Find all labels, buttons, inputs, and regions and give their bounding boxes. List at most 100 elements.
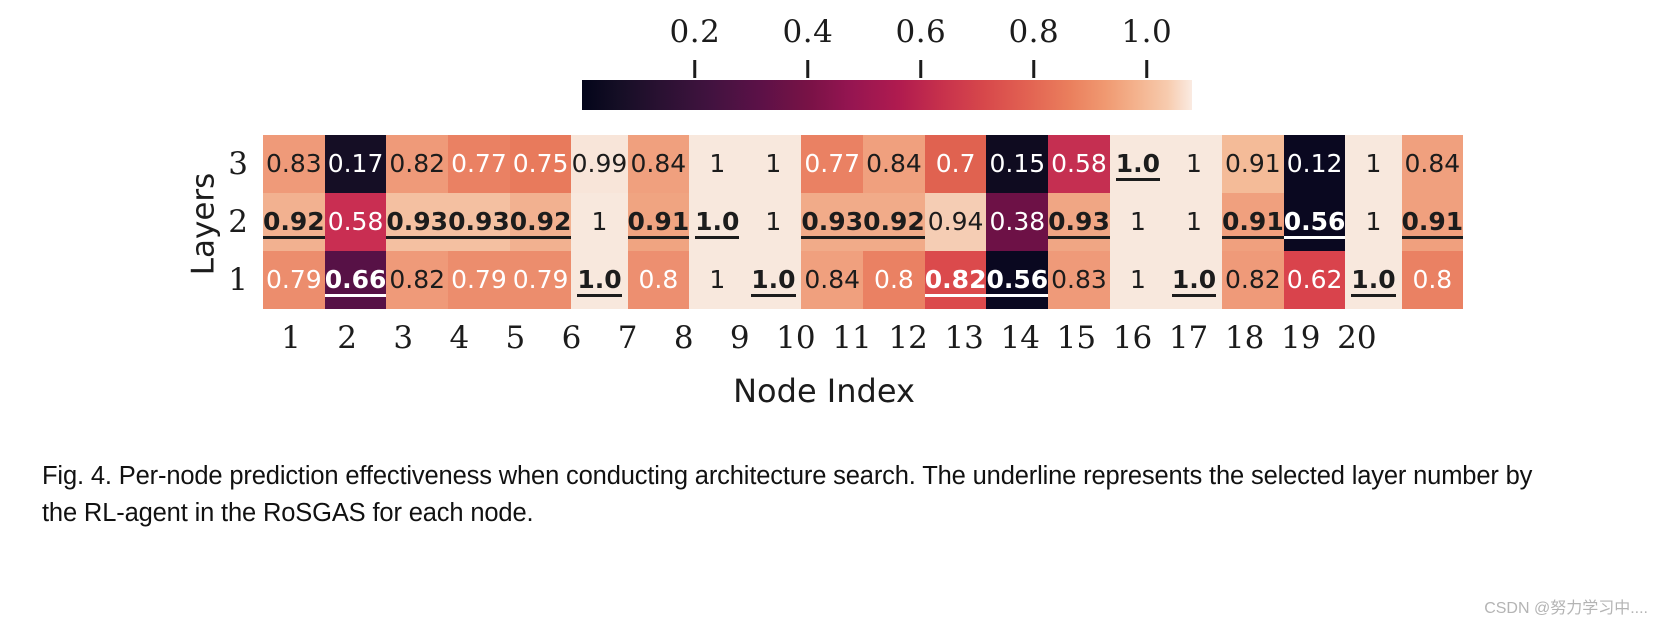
heatmap-cell: 0.7 bbox=[924, 135, 987, 193]
colorbar-ticklabel: 0.2 bbox=[669, 14, 721, 50]
heatmap-cell: 1.0 bbox=[689, 193, 746, 251]
heatmap-cell: 0.77 bbox=[801, 135, 864, 193]
heatmap-cell-value: 0.94 bbox=[927, 207, 984, 236]
heatmap-cell: 0.91 bbox=[1401, 193, 1464, 251]
x-tick-label: 9 bbox=[729, 320, 750, 356]
heatmap-cell: 0.82 bbox=[386, 251, 449, 309]
colorbar-tick bbox=[806, 60, 810, 78]
colorbar-ticklabel: 0.8 bbox=[1008, 14, 1060, 50]
x-tick-label: 6 bbox=[561, 320, 582, 356]
heatmap-cell-value: 0.58 bbox=[1051, 149, 1107, 178]
heatmap-cell: 0.66 bbox=[324, 251, 387, 309]
heatmap-cell: 0.56 bbox=[1283, 193, 1346, 251]
heatmap-cell-value: 0.82 bbox=[389, 265, 446, 294]
heatmap-cell: 0.83 bbox=[1048, 251, 1110, 309]
heatmap-cell-value: 0.99 bbox=[571, 149, 628, 178]
heatmap-cell-value: 0.8 bbox=[1412, 265, 1453, 294]
x-tick-label: 13 bbox=[944, 320, 984, 356]
heatmap-cell: 0.92 bbox=[863, 193, 925, 251]
x-tick-label: 2 bbox=[337, 320, 357, 356]
colorbar-ticklabel: 1.0 bbox=[1121, 14, 1173, 50]
heatmap-cell: 0.91 bbox=[1222, 193, 1284, 251]
heatmap-cell: 0.38 bbox=[986, 193, 1049, 251]
heatmap-cell-value: 1 bbox=[591, 207, 608, 236]
heatmap-cell: 1.0 bbox=[1109, 135, 1166, 193]
heatmap-cell-value: 1.0 bbox=[577, 266, 622, 298]
x-tick-label: 15 bbox=[1056, 320, 1097, 356]
colorbar-tick bbox=[1032, 60, 1036, 78]
heatmap-cell-value: 0.93 bbox=[801, 208, 864, 240]
heatmap-cell-value: 1.0 bbox=[1171, 266, 1217, 298]
x-tick-label: 12 bbox=[888, 320, 928, 356]
y-tick-label: 2 bbox=[228, 204, 248, 240]
heatmap-cell: 0.12 bbox=[1283, 135, 1346, 193]
heatmap-cell: 0.93 bbox=[386, 193, 449, 251]
heatmap-cell: 0.84 bbox=[863, 135, 925, 193]
heatmap-cell: 0.8 bbox=[1401, 251, 1464, 309]
heatmap-cell: 1 bbox=[1165, 135, 1223, 193]
figure-caption: Fig. 4. Per-node prediction effectivenes… bbox=[42, 462, 1533, 527]
x-tick-label: 14 bbox=[1000, 320, 1040, 356]
heatmap-cell-value: 1 bbox=[1186, 149, 1202, 178]
heatmap-cell-value: 1 bbox=[765, 149, 782, 178]
heatmap-cell: 0.91 bbox=[1222, 135, 1284, 193]
heatmap-cell-value: 0.12 bbox=[1286, 149, 1343, 178]
heatmap-cell: 1 bbox=[1345, 193, 1402, 251]
heatmap-cell-value: 0.56 bbox=[986, 266, 1049, 298]
heatmap-cell-value: 0.79 bbox=[512, 265, 569, 294]
watermark: CSDN @努力学习中.... bbox=[1484, 600, 1648, 617]
heatmap-cell: 1.0 bbox=[1165, 251, 1223, 309]
heatmap-cell-value: 1 bbox=[1186, 207, 1202, 236]
heatmap-cell-value: 1 bbox=[1365, 207, 1382, 236]
heatmap-cell: 0.15 bbox=[986, 135, 1049, 193]
colorbar-ticklabel: 0.6 bbox=[895, 14, 947, 50]
heatmap-cell-value: 0.82 bbox=[924, 266, 987, 298]
heatmap-cell-value: 0.77 bbox=[451, 149, 507, 178]
heatmap-cell: 0.92 bbox=[509, 193, 572, 251]
x-tick-label: 5 bbox=[505, 320, 526, 356]
heatmap-cell: 0.84 bbox=[1401, 135, 1464, 193]
heatmap-cell: 0.82 bbox=[924, 251, 987, 309]
colorbar-ticks bbox=[582, 60, 1192, 78]
colorbar-gradient bbox=[582, 80, 1192, 110]
heatmap-cell-value: 0.92 bbox=[509, 208, 572, 240]
heatmap-cell-value: 1 bbox=[1365, 149, 1382, 178]
x-tick-label: 7 bbox=[617, 320, 638, 356]
x-tick-label: 16 bbox=[1112, 320, 1153, 356]
heatmap-cell-value: 0.92 bbox=[863, 208, 925, 240]
heatmap-cell: 1 bbox=[745, 193, 802, 251]
heatmap-cell-value: 0.91 bbox=[627, 208, 690, 240]
heatmap-cell-value: 0.56 bbox=[1283, 208, 1346, 240]
heatmap-cell-value: 0.62 bbox=[1286, 265, 1343, 294]
heatmap-cell: 1 bbox=[745, 135, 802, 193]
heatmap-cell: 0.83 bbox=[263, 135, 325, 193]
heatmap-cell-value: 0.84 bbox=[804, 265, 861, 294]
heatmap-cell: 0.58 bbox=[324, 193, 387, 251]
colorbar-tick bbox=[1145, 60, 1149, 78]
heatmap-cell-value: 0.8 bbox=[874, 265, 914, 294]
heatmap-cell: 0.56 bbox=[986, 251, 1049, 309]
heatmap-cell: 0.91 bbox=[627, 193, 690, 251]
heatmap-cell: 0.93 bbox=[1048, 193, 1110, 251]
heatmap-cell: 0.62 bbox=[1283, 251, 1346, 309]
heatmap-cell-value: 0.91 bbox=[1222, 208, 1284, 240]
heatmap-cell: 1 bbox=[571, 193, 628, 251]
heatmap-cell: 0.93 bbox=[448, 193, 510, 251]
heatmap-cell: 0.79 bbox=[509, 251, 572, 309]
heatmap-cell: 0.94 bbox=[924, 193, 987, 251]
heatmap-cell-value: 0.58 bbox=[327, 207, 384, 236]
x-tick-label: 20 bbox=[1337, 320, 1377, 356]
heatmap-cell-value: 0.93 bbox=[448, 208, 510, 240]
heatmap-cell: 0.82 bbox=[1222, 251, 1284, 309]
heatmap-cell-value: 0.79 bbox=[266, 265, 322, 294]
heatmap-cell: 0.99 bbox=[571, 135, 628, 193]
heatmap-cell-value: 1.0 bbox=[695, 208, 740, 240]
heatmap-cell-value: 0.79 bbox=[451, 265, 507, 294]
heatmap-cell-value: 0.83 bbox=[266, 149, 322, 178]
